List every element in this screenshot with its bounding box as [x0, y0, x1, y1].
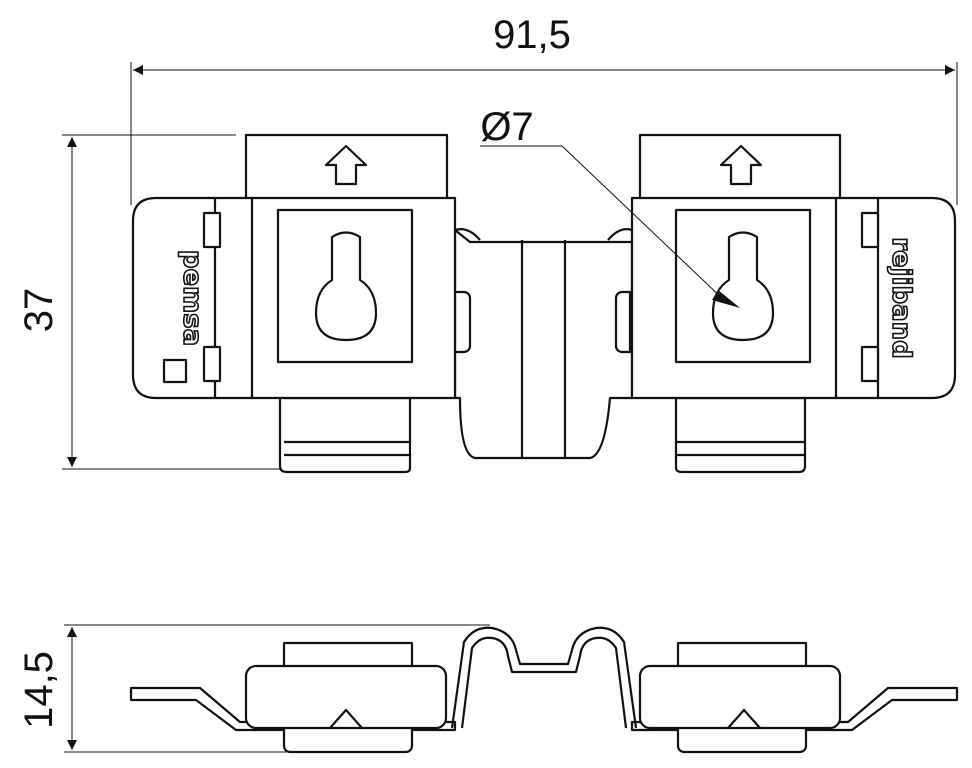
height-dimension-label: 37: [17, 288, 61, 333]
omega-bend-outer: [450, 626, 638, 729]
up-arrow-icon: [719, 144, 763, 186]
side-height-dimension: 14,5: [17, 624, 490, 753]
logo-left: pemsa: [177, 250, 207, 346]
leader-arrow-icon: [712, 290, 740, 308]
pemsa-logo-square-icon: [162, 358, 188, 384]
keyhole-slot-icon: [711, 231, 775, 342]
omega-bend-inner: [460, 636, 628, 729]
clip-tooth-icon: [727, 708, 761, 729]
hole-diameter-label: Ø7: [480, 105, 533, 149]
top-view: 91,5 37: [17, 13, 958, 474]
right-plate: rejiband: [630, 196, 957, 400]
left-clip-side: [244, 641, 448, 754]
left-wing: [129, 686, 457, 732]
width-dimension-label: 91,5: [493, 13, 571, 57]
side-height-label: 14,5: [17, 651, 61, 729]
left-top-tab: [244, 133, 449, 198]
left-plate: pemsa: [131, 196, 457, 400]
clip-tooth-icon: [329, 708, 363, 729]
height-dimension: 37: [17, 134, 283, 470]
width-dimension: 91,5: [130, 13, 958, 205]
keyhole-slot-icon: [314, 231, 378, 342]
logo-right: rejiband: [886, 237, 916, 359]
up-arrow-icon: [324, 144, 368, 186]
right-wing: [630, 686, 959, 732]
center-bridge: [430, 228, 656, 460]
side-view: 14,5: [17, 624, 959, 754]
hole-diameter-callout: Ø7: [480, 105, 740, 308]
right-clip-side: [638, 641, 842, 754]
right-top-tab: [638, 133, 842, 198]
